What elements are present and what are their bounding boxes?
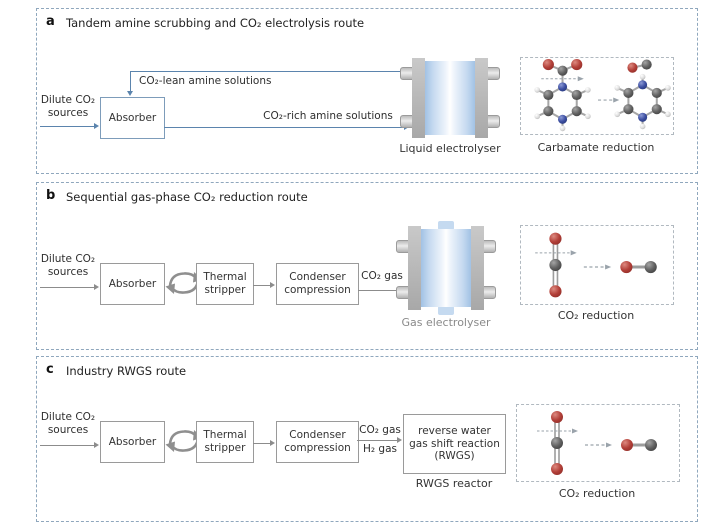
- carbamate-molecules-svg: [534, 59, 671, 132]
- absorber-box-c: Absorber: [100, 421, 165, 463]
- co-molecule: [620, 260, 657, 274]
- lean-amine-hline: [130, 71, 411, 72]
- liquid-electrolyser-caption: Liquid electrolyser: [399, 142, 501, 155]
- source-arrow-c: [40, 442, 99, 448]
- panel-b-title: Sequential gas-phase CO₂ reduction route: [66, 190, 308, 204]
- rich-amine-arrow: [164, 124, 409, 130]
- lean-amine-vline: [130, 71, 131, 92]
- source-arrow-b: [40, 284, 99, 290]
- condenser-box-c: Condenser compression: [276, 421, 359, 463]
- source-arrow-a: [40, 123, 99, 129]
- co2-reduction-panel-c: [516, 404, 680, 482]
- co2-reduction-caption-b: CO₂ reduction: [557, 309, 635, 322]
- carbamate-reduction-caption: Carbamate reduction: [537, 141, 655, 154]
- thermal-stripper-label-b: Thermal stripper: [203, 271, 247, 296]
- panel-c-letter: c: [46, 362, 54, 377]
- condenser-to-electrolyser-arrow-b: [358, 287, 405, 293]
- rwgs-reactor-caption: RWGS reactor: [415, 477, 493, 490]
- panel-a-letter: a: [46, 14, 55, 29]
- electrolyser-plate-right: [471, 226, 484, 310]
- rich-amine-label: CO₂-rich amine solutions: [263, 110, 393, 122]
- condenser-label-c: Condenser compression: [284, 429, 351, 454]
- absorber-label-c: Absorber: [108, 435, 157, 448]
- reaction-arrow-icon: [585, 442, 612, 448]
- stripper-to-condenser-arrow-b: [253, 282, 275, 288]
- gas-electrolyser-caption: Gas electrolyser: [401, 316, 491, 329]
- electrolyser-plate-right: [475, 58, 488, 138]
- condenser-label-b: Condenser compression: [284, 271, 351, 296]
- reaction-arrow-icon: [583, 264, 612, 270]
- co2-molecule-atoms: [549, 232, 562, 298]
- dilute-co2-source-label-c: Dilute CO₂ sources: [40, 411, 96, 437]
- h2-gas-label-c: H₂ gas: [362, 443, 397, 455]
- carbamate-molecule-atoms: [534, 59, 591, 132]
- absorber-box-a: Absorber: [100, 97, 165, 139]
- rwgs-box-label: reverse water gas shift reaction (RWGS): [409, 425, 500, 463]
- electrolyser-cell: [420, 229, 472, 307]
- thermal-stripper-box-c: Thermal stripper: [196, 421, 254, 463]
- co2-reduction-molecules-svg-c: [537, 411, 657, 475]
- absorber-label-b: Absorber: [108, 277, 157, 290]
- panel-c-title: Industry RWGS route: [66, 364, 187, 378]
- co2-reduction-caption-c: CO₂ reduction: [558, 487, 636, 500]
- electrolyser-plate-left: [412, 58, 425, 138]
- rwgs-box: reverse water gas shift reaction (RWGS): [403, 414, 506, 474]
- panel-a-title: Tandem amine scrubbing and CO₂ electroly…: [66, 16, 365, 30]
- gas-electrolyser-graphic: [396, 221, 496, 315]
- thermal-stripper-label-c: Thermal stripper: [203, 429, 247, 454]
- electrolyser-top-port: [438, 221, 454, 230]
- stripper-to-condenser-arrow-c: [253, 440, 275, 446]
- electrolyser-cell: [424, 61, 476, 135]
- condenser-box-b: Condenser compression: [276, 263, 359, 305]
- piperazine-molecule-atoms: [614, 59, 671, 130]
- dilute-co2-source-label-a: Dilute CO₂ sources: [40, 94, 96, 120]
- panel-b-letter: b: [46, 188, 56, 203]
- carbamate-reduction-panel: [520, 57, 674, 135]
- reaction-arrow-icon: [598, 97, 620, 103]
- absorber-box-b: Absorber: [100, 263, 165, 305]
- carbamate-small-arrow-icon: [541, 76, 584, 82]
- lean-amine-label: CO₂-lean amine solutions: [139, 75, 272, 87]
- co-molecule: [621, 439, 657, 451]
- co2-reduction-panel-b: [520, 225, 674, 305]
- co2-reduction-molecules-svg-b: [535, 232, 657, 298]
- electrolyser-plate-left: [408, 226, 421, 310]
- co2-small-arrow-icon: [535, 250, 577, 256]
- dilute-co2-source-label-b: Dilute CO₂ sources: [40, 253, 96, 279]
- co2-small-arrow-icon: [537, 428, 578, 434]
- absorber-label-a: Absorber: [108, 111, 157, 124]
- liquid-electrolyser-graphic: [400, 58, 500, 138]
- lean-amine-arrowhead: [126, 91, 133, 96]
- co2-molecule-atoms: [551, 411, 563, 475]
- electrolyser-bottom-port: [438, 306, 454, 315]
- co2-gas-label-c: CO₂ gas: [359, 424, 401, 436]
- thermal-stripper-box-b: Thermal stripper: [196, 263, 254, 305]
- condenser-to-rwgs-arrow-c: [357, 437, 402, 443]
- co2-gas-label-b: CO₂ gas: [361, 270, 403, 282]
